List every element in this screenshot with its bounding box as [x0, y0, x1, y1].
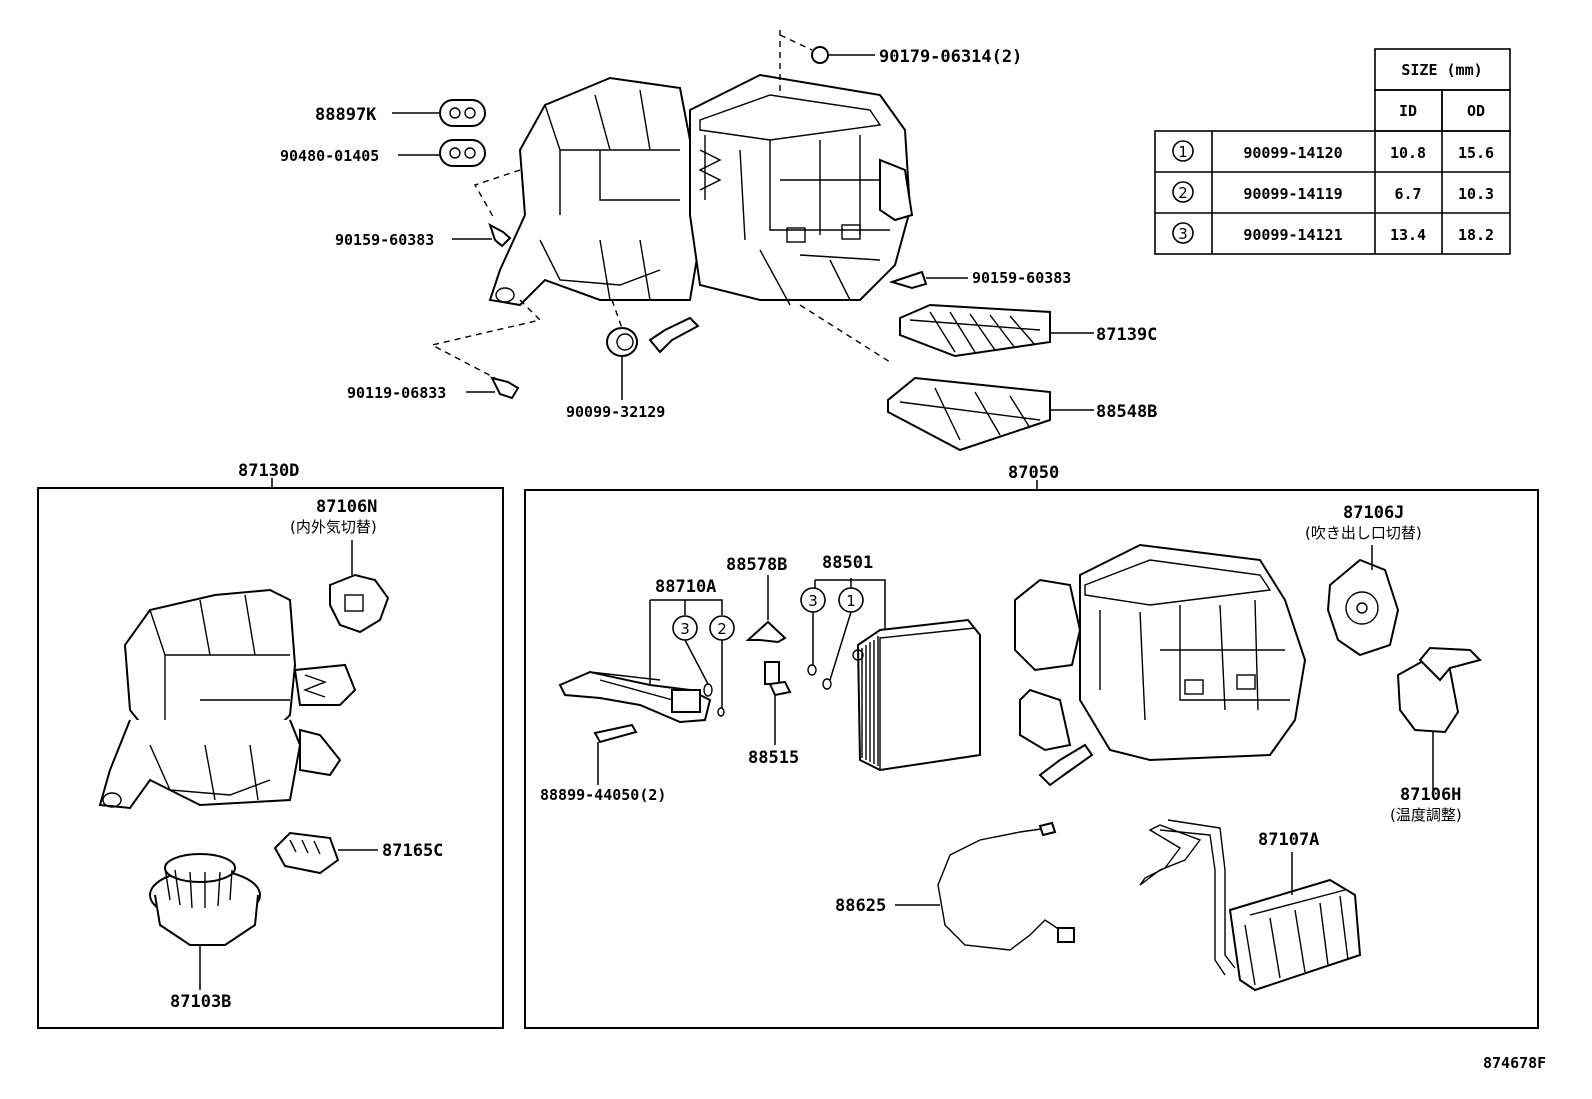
table-row-3-od: 18.2 — [1458, 226, 1494, 244]
size-table: SIZE (mm) ID OD 1 90099-14120 10.8 15.6 … — [1154, 48, 1511, 255]
label-87106J: 87106J — [1343, 503, 1404, 523]
label-87106H-jp: (温度調整) — [1390, 806, 1462, 824]
label-90480-01405: 90480-01405 — [280, 147, 379, 165]
label-90099-32129: 90099-32129 — [566, 403, 665, 421]
table-row-1-od: 15.6 — [1458, 144, 1494, 162]
figure-code: 874678F — [1483, 1054, 1546, 1072]
label-87130D: 87130D — [238, 461, 299, 481]
label-88625: 88625 — [835, 896, 886, 916]
label-90159-60383-right: 90159-60383 — [972, 269, 1071, 287]
top-small-parts — [439, 46, 1051, 452]
mode-damper-servo-87106N — [329, 540, 390, 634]
label-87107A: 87107A — [1258, 830, 1319, 850]
label-87165C: 87165C — [382, 841, 443, 861]
label-87103B: 87103B — [170, 992, 231, 1012]
table-row-1-id: 10.8 — [1390, 144, 1426, 162]
heater-core-87107A — [1139, 819, 1362, 992]
table-row-1-mark: 1 — [1178, 143, 1188, 161]
label-88897K: 88897K — [315, 105, 377, 125]
top-leader-lines — [392, 54, 1094, 411]
temp-servo-87106H — [1396, 646, 1482, 790]
resistor-87165C — [273, 831, 378, 875]
mark-1-evap-text: 1 — [846, 592, 856, 610]
label-90179-06314: 90179-06314(2) — [879, 47, 1022, 67]
mark-3-valve-text: 3 — [680, 620, 690, 638]
label-88548B: 88548B — [1096, 402, 1157, 422]
label-90159-60383-left: 90159-60383 — [335, 231, 434, 249]
table-row-3-mark: 3 — [1178, 225, 1188, 243]
table-row-2-part: 90099-14119 — [1243, 185, 1342, 203]
table-row-2-id: 6.7 — [1394, 185, 1421, 203]
label-88710A: 88710A — [655, 577, 716, 597]
heater-case-87050 — [1014, 543, 1307, 787]
part-88578B-88515 — [745, 575, 792, 745]
top-heater-unit-drawing — [488, 73, 914, 354]
table-header-od: OD — [1467, 102, 1485, 120]
label-90119-06833: 90119-06833 — [347, 384, 446, 402]
label-87106N: 87106N — [316, 497, 377, 517]
mode-servo-87106J — [1326, 545, 1400, 657]
label-87106N-jp: (内外気切替) — [290, 518, 377, 536]
label-87050: 87050 — [1008, 463, 1059, 483]
label-87106H: 87106H — [1400, 785, 1461, 805]
heater-unit-box — [524, 489, 1539, 1029]
label-87139C: 87139C — [1096, 325, 1157, 345]
label-87106J-jp: (吹き出し口切替) — [1305, 524, 1422, 542]
table-row-2-mark: 2 — [1178, 184, 1188, 202]
table-row-2-od: 10.3 — [1458, 185, 1494, 203]
sensor-harness-88625 — [895, 821, 1075, 951]
evaporator-88501 — [814, 578, 981, 772]
table-row-1-part: 90099-14120 — [1243, 144, 1342, 162]
mark-3-evap-text: 3 — [808, 592, 818, 610]
mark-2-valve-text: 2 — [717, 620, 727, 638]
top-dashed-guides — [430, 30, 891, 379]
table-header-id: ID — [1399, 102, 1417, 120]
blower-assembly-box — [37, 487, 504, 1029]
label-88899-44050: 88899-44050(2) — [540, 786, 666, 804]
expansion-valve-88710A — [558, 599, 725, 785]
table-header-size: SIZE (mm) — [1401, 61, 1482, 79]
table-row-3-part: 90099-14121 — [1243, 226, 1342, 244]
label-88501: 88501 — [822, 553, 873, 573]
blower-motor-87103B — [149, 853, 261, 990]
label-88578B: 88578B — [726, 555, 787, 575]
label-88515: 88515 — [748, 748, 799, 768]
blower-case-drawing — [98, 588, 357, 810]
table-row-3-id: 13.4 — [1390, 226, 1426, 244]
